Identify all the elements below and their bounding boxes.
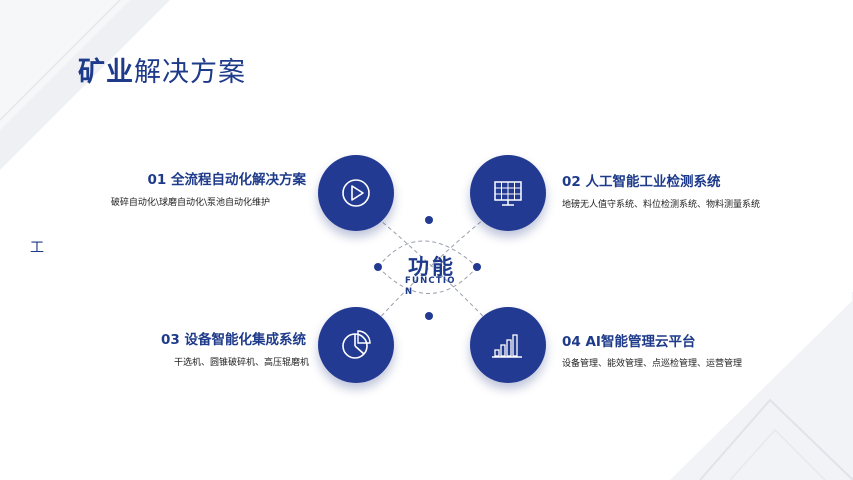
feature-02-desc: 地磅无人值守系统、料位检测系统、物料测量系统 — [562, 200, 761, 210]
page-title-bold: 矿业 — [78, 57, 134, 88]
connector-dot-left — [374, 263, 382, 271]
feature-03-circle — [318, 307, 394, 383]
page-title-rest: 解决方案 — [134, 57, 246, 88]
feature-01-heading: 01 全流程自动化解决方案 — [147, 172, 307, 188]
connector-dot-top — [425, 216, 433, 224]
feature-04-circle — [470, 307, 546, 383]
feature-01-circle — [318, 155, 394, 231]
connector-dot-bottom — [425, 312, 433, 320]
center-title: 功能 — [408, 255, 456, 279]
pie-chart-icon — [342, 330, 371, 359]
feature-03-heading: 03 设备智能化集成系统 — [161, 332, 306, 348]
bar-chart-icon — [492, 334, 522, 358]
feature-04-desc: 设备管理、能效管理、点巡检管理、运营管理 — [562, 359, 743, 369]
play-icon — [342, 179, 370, 207]
page-title: 矿业解决方案 — [78, 50, 246, 89]
feature-04-heading: 04 AI智能管理云平台 — [562, 334, 696, 350]
center-subtitle: FUNCTION — [405, 276, 456, 297]
feature-02-circle — [470, 155, 546, 231]
feature-03-desc: 干选机、圆锥破碎机、高压辊磨机 — [173, 358, 309, 368]
side-character: 工 — [30, 240, 44, 256]
connector-dot-right — [473, 263, 481, 271]
feature-01-desc: 破碎自动化\球磨自动化\泵池自动化维护 — [110, 198, 270, 208]
feature-02-heading: 02 人工智能工业检测系统 — [562, 174, 721, 190]
monitor-grid-icon — [494, 181, 522, 206]
